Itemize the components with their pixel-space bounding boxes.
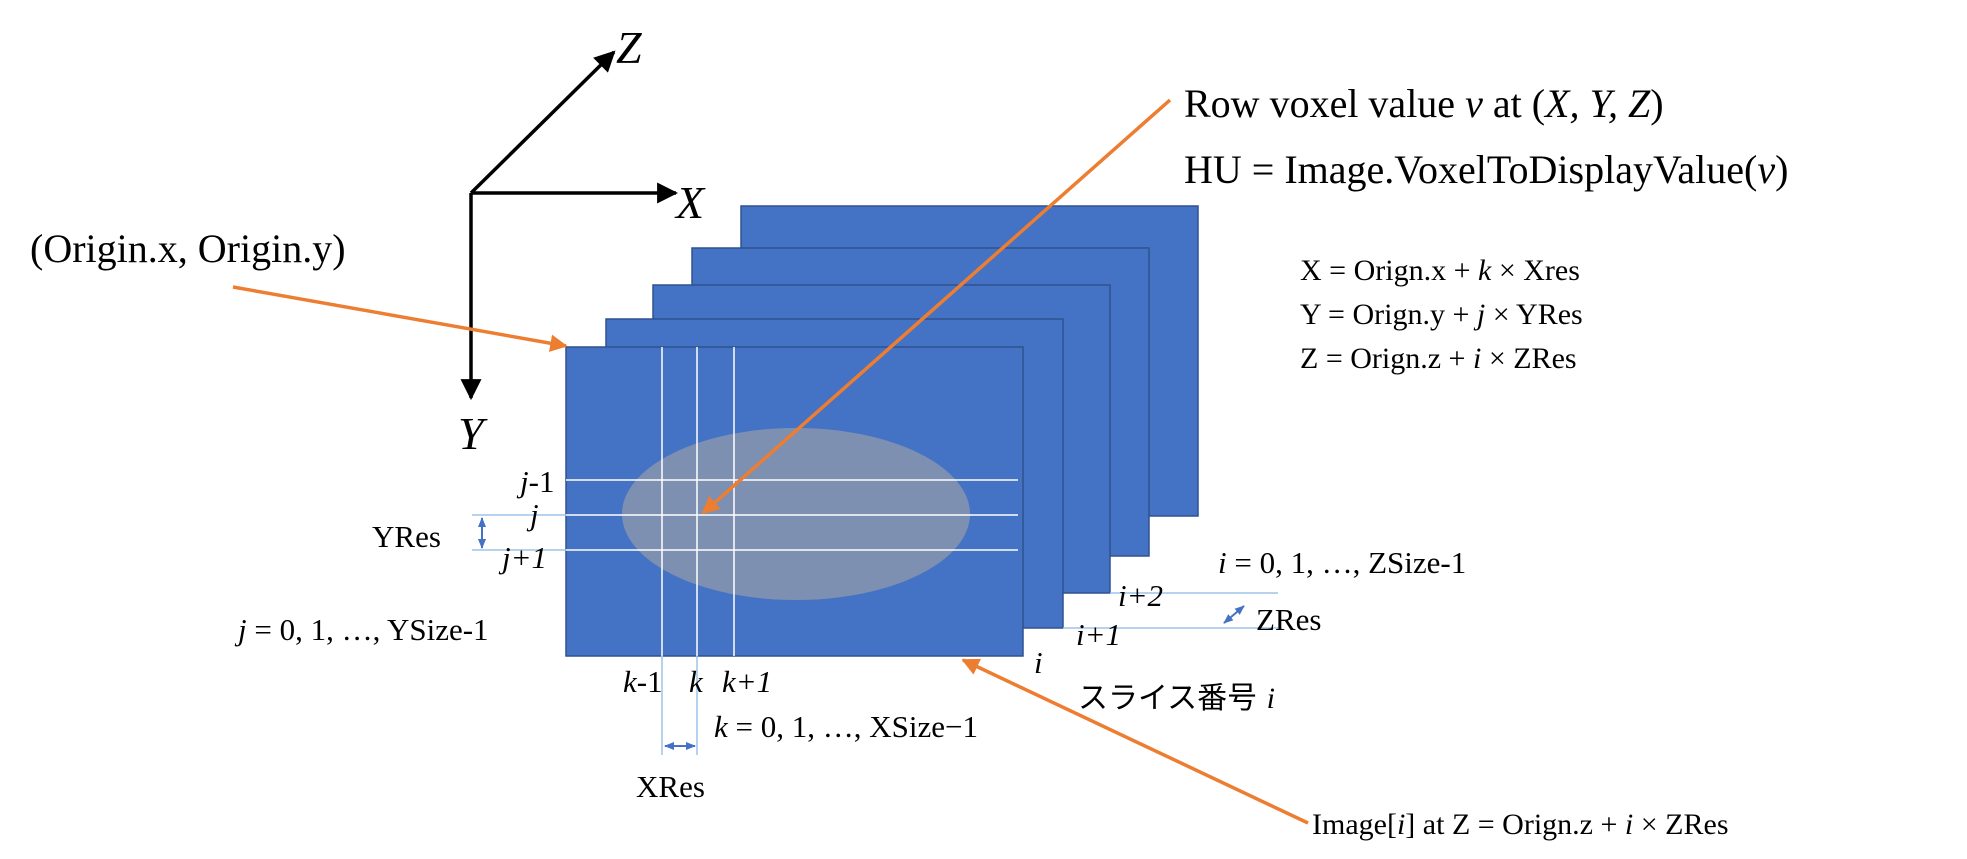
y-axis-label: Y xyxy=(458,408,488,459)
col-label-k-plus-1: k+1 xyxy=(722,664,772,699)
image-slice-label: Image[i] at Z = Orign.z + i × ZRes xyxy=(1312,808,1729,841)
origin-pointer-arrow xyxy=(232,285,568,352)
xres-label: XRes xyxy=(636,769,705,804)
formula-z: Z = Orign.z + i × ZRes xyxy=(1300,342,1577,375)
slice-label-i-plus-2: i+2 xyxy=(1118,578,1163,613)
row-label-j: j xyxy=(526,497,539,532)
hu-formula-line: HU = Image.VoxelToDisplayValue(v) xyxy=(1184,147,1788,192)
voxel-value-line: Row voxel value v at (X, Y, Z) xyxy=(1184,81,1664,126)
yres-label: YRes xyxy=(372,519,441,554)
axes: Z X Y xyxy=(458,22,706,459)
slice-range-label: i = 0, 1, …, ZSize-1 xyxy=(1218,545,1466,580)
z-axis-arrow xyxy=(469,50,616,195)
z-axis-label: Z xyxy=(616,22,642,73)
guide-lines xyxy=(472,514,1278,755)
zres-marker xyxy=(1223,605,1245,624)
formula-x: X = Orign.x + k × Xres xyxy=(1300,254,1580,287)
col-range-label: k = 0, 1, …, XSize−1 xyxy=(714,709,978,744)
slice-number-label: スライス番号 i xyxy=(1078,681,1275,716)
slice-label-i: i xyxy=(1034,645,1043,680)
coordinate-formulas: X = Orign.x + k × Xres Y = Orign.y + j ×… xyxy=(1300,254,1583,375)
row-label-j-minus-1: j-1 xyxy=(516,464,554,499)
formula-y: Y = Orign.y + j × YRes xyxy=(1300,298,1583,331)
image-slice-stack xyxy=(565,205,1199,742)
row-label-j-plus-1: j+1 xyxy=(498,540,547,575)
slice-label-i-plus-1: i+1 xyxy=(1076,617,1121,652)
roi-ellipse xyxy=(622,428,970,600)
col-label-k: k xyxy=(689,664,704,699)
row-range-label: j = 0, 1, …, YSize-1 xyxy=(234,612,489,647)
origin-label: (Origin.x, Origin.y) xyxy=(30,226,346,271)
voxel-pointer-arrow xyxy=(701,98,1172,515)
col-label-k-minus-1: k-1 xyxy=(623,664,663,699)
image-pointer-arrow xyxy=(961,658,1309,825)
zres-label: ZRes xyxy=(1256,602,1321,637)
x-axis-label: X xyxy=(674,177,706,228)
